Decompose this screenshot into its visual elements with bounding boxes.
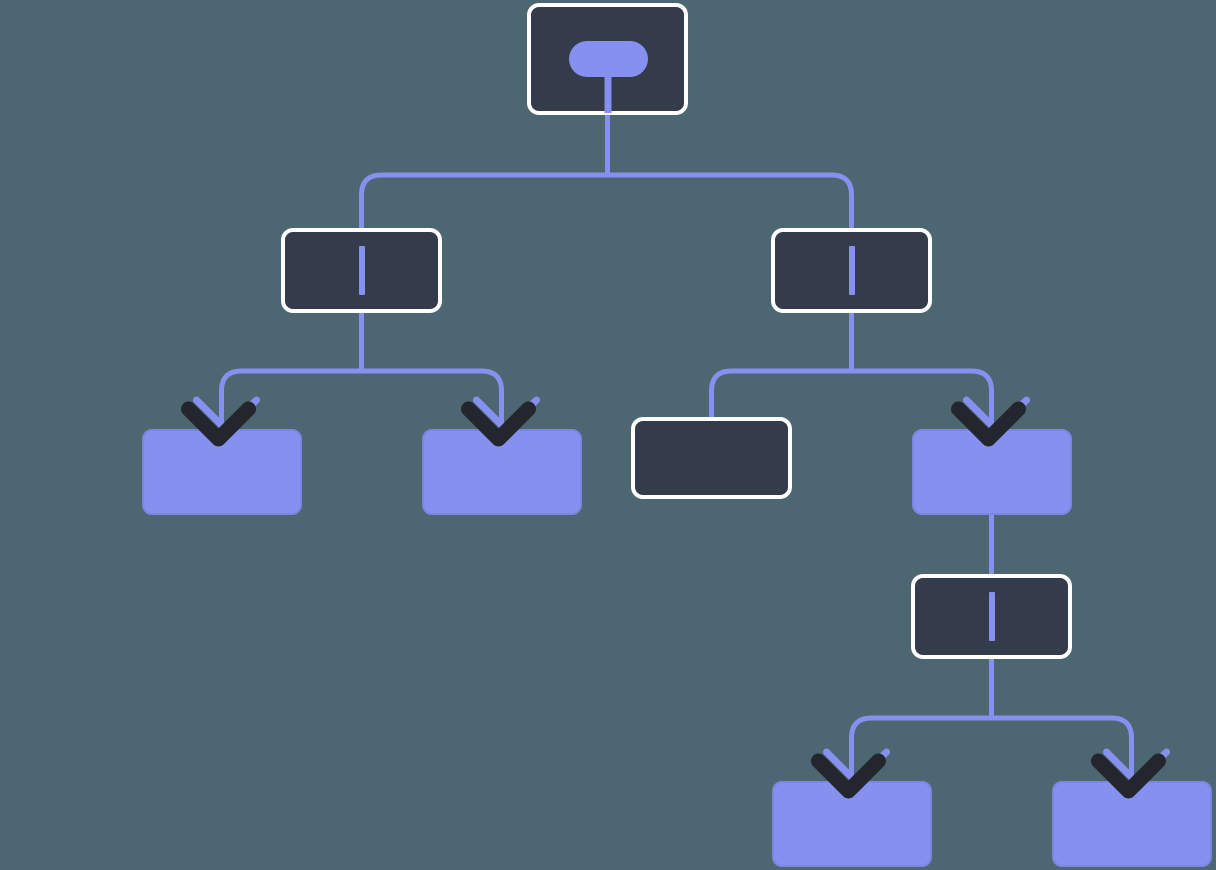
arrowhead-leaf-2-dark [461, 401, 536, 447]
leaf-node-dark-shape [631, 417, 792, 499]
branch-node-right-passthrough-line [848, 246, 855, 295]
arrowhead-leaf-4-dark [811, 753, 886, 799]
edge-bus-level-1-left [359, 172, 608, 228]
branch-node-deep[interactable] [912, 429, 1072, 515]
root-node[interactable] [527, 3, 688, 115]
edge-bus-level-4-left [849, 715, 992, 788]
arrowhead-leaf-1-dark [181, 401, 256, 447]
edge-bus-level-2-right-left [709, 368, 852, 436]
leaf-node-dark[interactable] [631, 417, 792, 499]
branch-node-left-passthrough-line [358, 246, 365, 295]
edge-bus-level-4-right [991, 715, 1134, 788]
sub-branch-node-passthrough-line [988, 592, 995, 641]
edge-bus-level-2-left-left [219, 368, 362, 436]
arrowhead-leaf-5-dark [1091, 753, 1166, 799]
branch-node-left-shape [281, 228, 442, 313]
branch-node-right[interactable] [771, 228, 932, 313]
root-node-pill-stem [604, 73, 611, 113]
root-node-pill-badge [569, 41, 648, 77]
edge-bus-level-2-left-right [361, 368, 504, 436]
leaf-node-4[interactable] [772, 781, 932, 867]
branch-node-left[interactable] [281, 228, 442, 313]
sub-branch-node-shape [911, 574, 1072, 659]
sub-branch-node[interactable] [911, 574, 1072, 659]
leaf-node-4-shape [772, 781, 932, 867]
edge-bus-level-2-right-right [851, 368, 994, 436]
branch-node-deep-shape [912, 429, 1072, 515]
arrowhead-deep-dark [951, 401, 1026, 447]
edge-bus-level-1-right [607, 172, 854, 228]
